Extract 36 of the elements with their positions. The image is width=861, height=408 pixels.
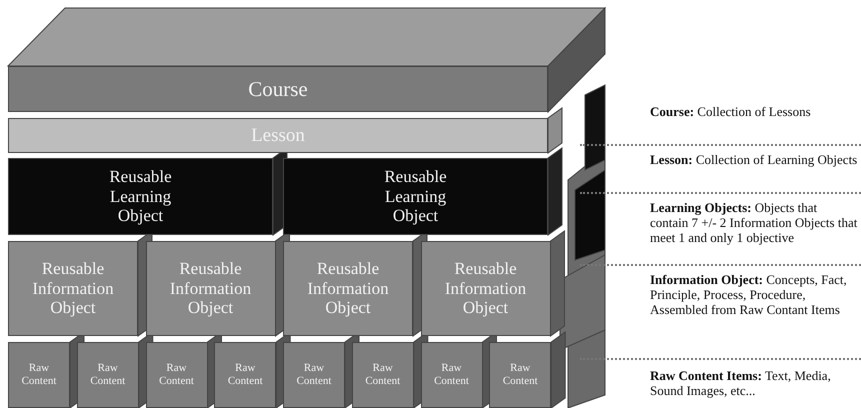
block-label: Reusable Information Object xyxy=(168,259,252,318)
description-text: Lesson: Collection of Learning Objects xyxy=(650,152,858,167)
raw-content-block xyxy=(283,342,345,408)
information-object-block xyxy=(420,241,550,336)
block-label: Raw Content xyxy=(226,362,264,388)
description-text: Course: Collection of Lessons xyxy=(650,104,812,119)
description-text: Learning Objects: Objects that contain 7 +/- 2 Information Objects that meet 1 and only 1 objective xyxy=(650,200,858,245)
raw-content-block xyxy=(76,342,139,408)
description-text: Raw Content Items: Text, Media, Sound Images, etc... xyxy=(650,368,832,398)
block-label: Raw Content xyxy=(502,362,539,388)
raw-content-block xyxy=(352,342,414,408)
lesson-layer xyxy=(8,118,548,153)
information-object-block xyxy=(8,241,138,336)
learning-object-block xyxy=(8,158,273,235)
block-label: Raw Content xyxy=(364,362,402,388)
block-label: Reusable Information Object xyxy=(444,259,528,318)
learning-object-block xyxy=(283,158,548,235)
raw-content-block xyxy=(8,342,70,408)
block-label: Raw Content xyxy=(433,362,470,388)
block-label: Reusable Information Object xyxy=(306,259,390,318)
block-label: Reusable Learning Object xyxy=(383,167,448,226)
raw-content-block xyxy=(146,342,208,408)
block-label: Raw Content xyxy=(158,362,195,388)
block-label: Course xyxy=(247,76,309,102)
raw-content-block xyxy=(489,342,552,408)
information-object-block xyxy=(146,241,276,336)
information-object-block xyxy=(283,241,413,336)
block-label: Raw Content xyxy=(296,362,332,388)
course-layer xyxy=(8,66,548,112)
block-label: Reusable Learning Object xyxy=(108,167,173,226)
block-label: Raw Content xyxy=(20,362,58,388)
raw-content-block xyxy=(420,342,482,408)
block-label: Reusable Information Object xyxy=(31,259,115,318)
raw-content-block xyxy=(214,342,276,408)
description-text: Information Object: Concepts, Fact, Principle, Process, Procedure, Assembled from Raw Contant Items xyxy=(650,272,848,317)
block-label: Raw Content xyxy=(89,362,126,388)
